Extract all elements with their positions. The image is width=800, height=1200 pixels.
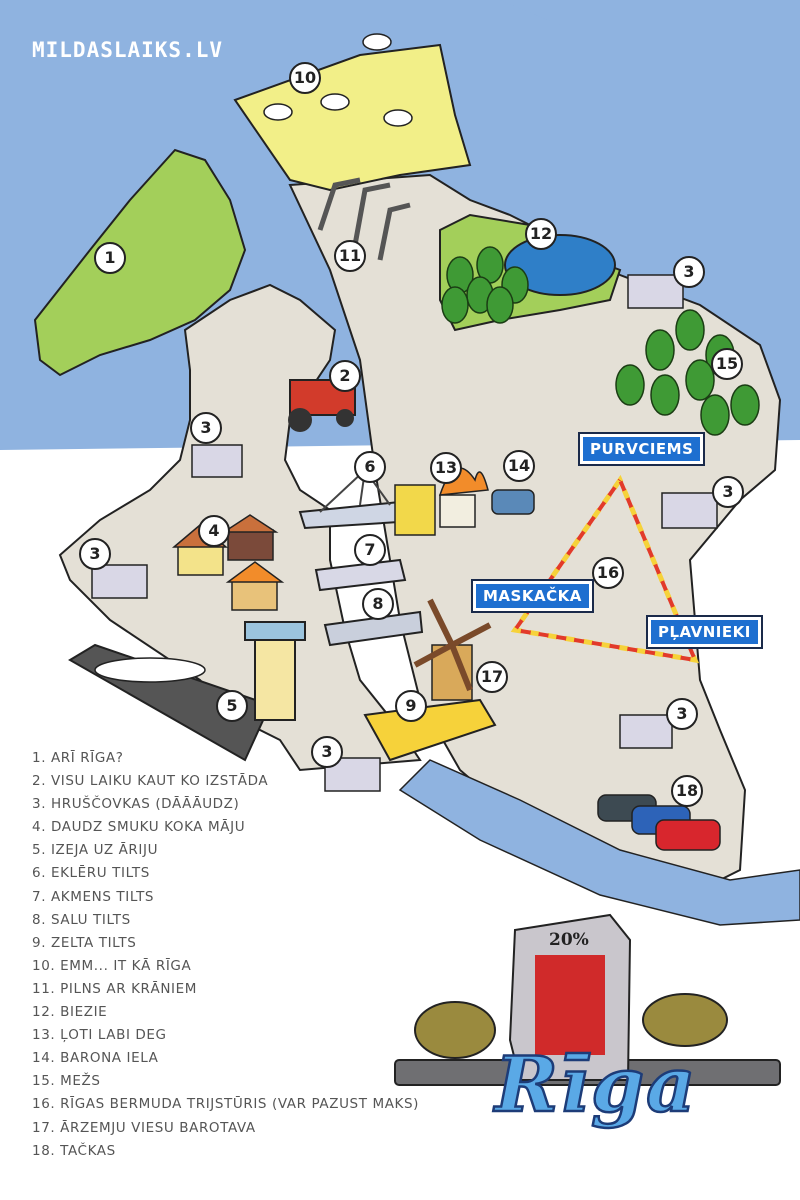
khrushchyovka-blocks [91,274,718,792]
marker-3-f[interactable]: 3 [311,736,343,768]
wooden-houses [171,514,285,611]
seagulls [263,33,413,127]
site-watermark: MILDASLAIKS.LV [32,38,224,62]
legend-item-15: 15. MEŽS [32,1073,101,1090]
marker-15[interactable]: 15 [711,348,743,380]
marker-14[interactable]: 14 [503,450,535,482]
river-south [398,759,800,926]
marker-16[interactable]: 16 [592,557,624,589]
marker-8[interactable]: 8 [362,588,394,620]
sign-purvciems[interactable]: PURVCIEMS [580,434,704,464]
legend-item-18: 18. TAČKAS [32,1142,116,1159]
marker-17[interactable]: 17 [476,661,508,693]
legend-item-12: 12. BIEZIE [32,1004,108,1021]
map-legend: 1. ARĪ RĪGA? 2. VISU LAIKU KAUT KO IZSTĀ… [32,747,419,1163]
port-cranes [317,177,411,261]
legend-item-3: 3. HRUŠČOVKAS (DĀĀĀUDZ) [32,796,240,813]
legend-item-17: 17. ĀRZEMJU VIESU BAROTAVA [32,1119,256,1136]
legend-item-8: 8. SALU TILTS [32,911,131,928]
bermuda-triangle [510,474,700,664]
cars [491,489,721,851]
legend-item-14: 14. BARONA IELA [32,1050,159,1067]
marker-2[interactable]: 2 [329,360,361,392]
legend-item-1: 1. ARĪ RĪGA? [32,750,124,766]
legend-item-13: 13. ĻOTI LABI DEG [32,1027,167,1044]
marker-9[interactable]: 9 [395,690,427,722]
marker-5[interactable]: 5 [216,690,248,722]
marker-12[interactable]: 12 [525,218,557,250]
marker-3-d[interactable]: 3 [712,476,744,508]
marker-1[interactable]: 1 [94,242,126,274]
marker-4[interactable]: 4 [198,515,230,547]
marker-18[interactable]: 18 [671,775,703,807]
marker-6[interactable]: 6 [354,451,386,483]
legend-item-6: 6. EKLĒRU TILTS [32,865,150,882]
legend-item-2: 2. VISU LAIKU KAUT KO IZSTĀDA [32,773,269,790]
marker-3-b[interactable]: 3 [79,538,111,570]
legend-item-11: 11. PILNS AR KRĀNIEM [32,980,197,997]
legend-item-4: 4. DAUDZ SMUKU KOKA MĀJU [32,819,246,836]
sign-plavnieki[interactable]: PĻAVNIEKI [648,617,761,647]
marker-3-a[interactable]: 3 [190,412,222,444]
legend-item-5: 5. IZEJA UZ ĀRIJU [32,842,159,859]
airport [68,621,306,762]
marker-11[interactable]: 11 [334,240,366,272]
island-park [33,148,247,377]
forest-12 [441,246,529,324]
legend-item-10: 10. EMM... IT KĀ RĪGA [32,957,192,974]
marker-3-e[interactable]: 3 [666,698,698,730]
legend-item-9: 9. ZELTA TILTS [32,934,137,951]
marker-10[interactable]: 10 [289,62,321,94]
windmill [413,598,492,701]
pond [504,234,616,296]
legend-item-16: 16. RĪGAS BERMUDA TRIJSTŪRIS (VAR PAZUST… [32,1096,420,1113]
marker-3-c[interactable]: 3 [673,256,705,288]
marker-13[interactable]: 13 [430,452,462,484]
sign-maskacka[interactable]: MASKAČKA [473,581,592,611]
marker-7[interactable]: 7 [354,534,386,566]
forest-15 [615,309,760,436]
coat-of-arms-badge: 20% [549,930,589,950]
coat-of-arms [394,913,781,1086]
riga-title: Rīga [494,1039,698,1131]
legend-item-7: 7. AKMENS TILTS [32,888,155,905]
